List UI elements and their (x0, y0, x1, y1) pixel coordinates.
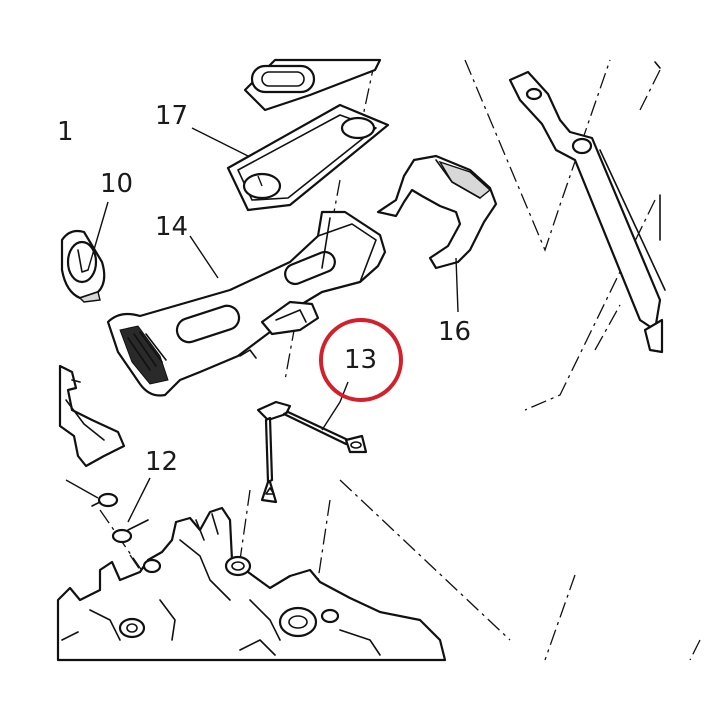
leader-lines (65, 127, 459, 523)
callout-16: 16 (438, 317, 471, 347)
strap-part-13 (256, 400, 368, 504)
callout-12: 12 (145, 447, 178, 477)
callout-1: 1 (57, 117, 74, 147)
callout-labels: 1 10 17 14 16 13 12 (57, 101, 471, 477)
top-slot-plate (243, 58, 382, 112)
housing-part-14 (106, 210, 387, 397)
bracket-part-16 (376, 154, 498, 270)
side-clip (58, 364, 126, 468)
screw-part-12-b (111, 519, 149, 544)
gasket-part-17 (226, 103, 390, 212)
callout-14: 14 (155, 212, 188, 242)
callout-10: 10 (100, 169, 133, 199)
linkage-arm (508, 61, 666, 354)
callout-17: 17 (155, 101, 188, 131)
screw-part-12-a (91, 492, 119, 508)
callout-13: 13 (344, 345, 377, 375)
highlight-circle (319, 318, 403, 402)
base-frame (56, 506, 447, 662)
end-cap-part-10 (60, 229, 106, 303)
